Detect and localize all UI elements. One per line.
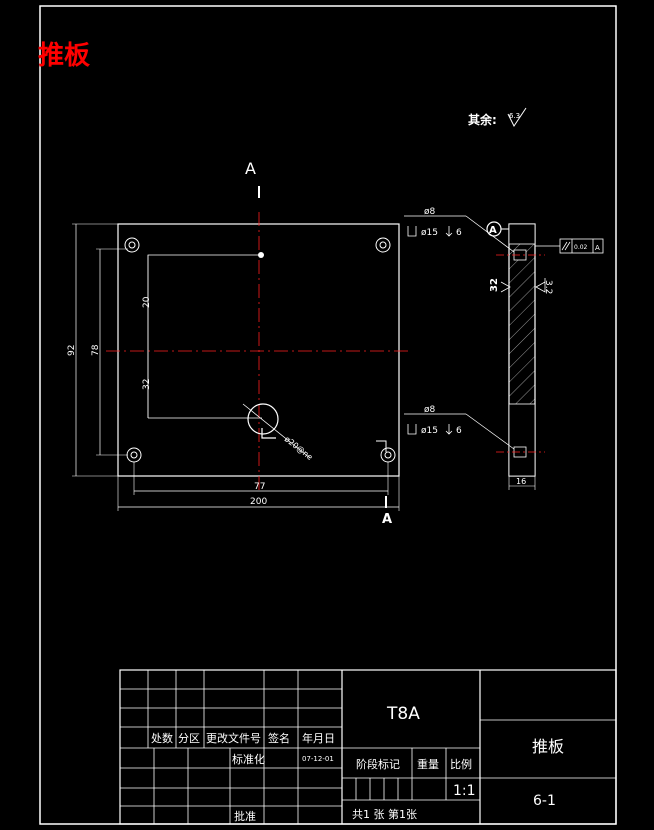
dim-lower-offset: 32: [142, 379, 152, 390]
callout-top-cbore: ø15: [421, 228, 438, 238]
inner-pattern-lines: [147, 254, 262, 418]
tb-header-change-doc: 更改文件号: [206, 731, 261, 745]
hole-bottom-right: [380, 447, 396, 463]
tolerance-value: 0.02: [574, 244, 588, 251]
dim-width-total: 200: [250, 497, 267, 507]
roughness-side-left: 32: [489, 278, 500, 292]
tb-standardization: 标准化: [232, 752, 265, 766]
dim-hole-spacing-x: 77: [254, 482, 265, 492]
dim-height-total: 92: [67, 345, 77, 356]
plate-outline: [117, 223, 400, 477]
section-marker-top: A: [245, 159, 256, 178]
tb-scale-label: 比例: [450, 757, 472, 771]
dim-thickness: 16: [516, 477, 526, 486]
counterbore-symbol-icon: [407, 424, 417, 435]
counterbore-symbol-icon: [407, 226, 417, 237]
dim-center-hole: ø20@ne: [283, 434, 315, 461]
depth-symbol-icon: [445, 226, 453, 237]
parallelism-symbol-icon: [561, 241, 571, 251]
section-marker-bottom: A: [382, 512, 392, 527]
tb-approve: 批准: [234, 809, 256, 823]
hole-top-right: [375, 237, 391, 253]
tb-weight: 重量: [417, 757, 439, 771]
tb-header-date: 年月日: [302, 731, 335, 745]
callout-top-dia: ø8: [424, 207, 436, 217]
hole-top-left: [124, 237, 140, 253]
small-hole-top: [258, 252, 264, 258]
title-block: [119, 669, 617, 825]
surface-note-value: 6.3: [509, 112, 520, 120]
datum-label: A: [489, 225, 497, 236]
tb-sheets: 共1 张 第1张: [352, 807, 417, 821]
tb-header-sign: 签名: [268, 731, 290, 745]
callout-bottom-dia: ø8: [424, 405, 436, 415]
tb-material: T8A: [386, 704, 420, 724]
tb-part-name: 推板: [532, 737, 564, 756]
dim-upper-offset: 20: [142, 296, 152, 308]
hole-bottom-left: [126, 447, 142, 463]
callout-bottom-cbore: ø15: [421, 426, 438, 436]
drawing-title: 推板: [38, 41, 90, 71]
callout-bottom-depth: 6: [456, 426, 462, 436]
surface-note-label: 其余:: [468, 112, 497, 127]
depth-symbol-icon: [445, 424, 453, 435]
tb-header-count: 处数: [151, 732, 173, 745]
roughness-side-right: 3.2: [543, 280, 553, 294]
tolerance-datum: A: [595, 244, 600, 252]
center-hole: [247, 403, 279, 435]
tb-drawing-no: 6-1: [533, 793, 556, 809]
tolerance-frame: [559, 238, 604, 254]
callout-top-depth: 6: [456, 228, 462, 238]
dim-hole-spacing-y: 78: [91, 344, 101, 356]
tb-scale-value: 1:1: [453, 783, 476, 799]
roughness-symbol-icon: [507, 107, 527, 127]
tb-date: 07-12-01: [302, 755, 334, 763]
tb-header-zone: 分区: [178, 732, 200, 745]
tb-stage-mark: 阶段标记: [356, 757, 400, 771]
